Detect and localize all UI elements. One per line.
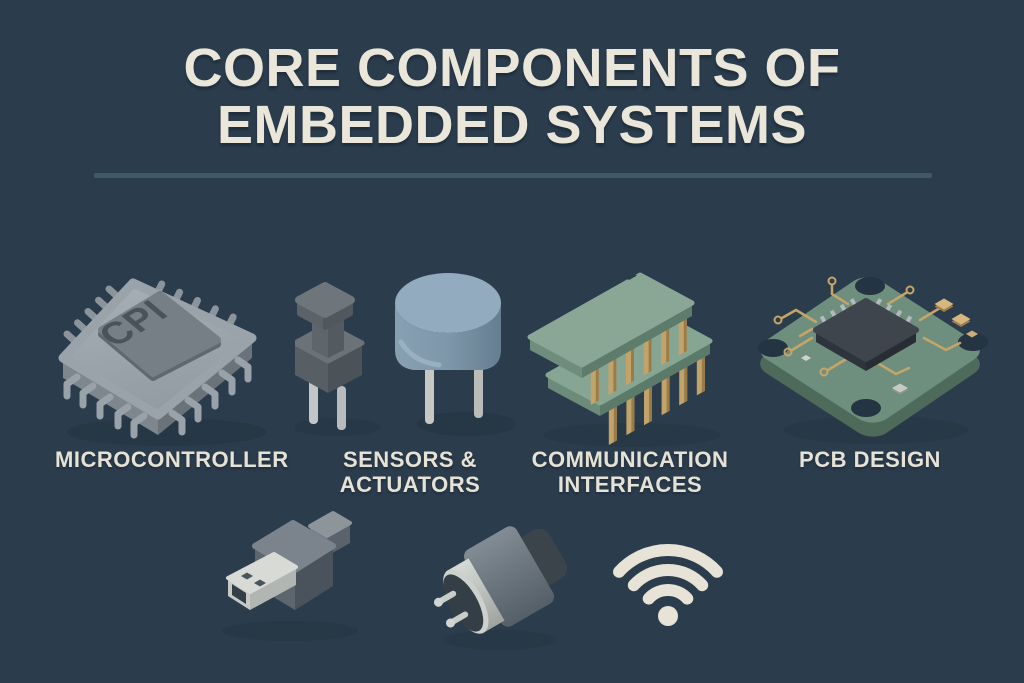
din-connector-body (433, 526, 568, 634)
label-microcontroller: MICROCONTROLLER (55, 447, 289, 472)
label-sensors-actuators: SENSORS & ACTUATORS (339, 447, 481, 497)
title-divider (94, 173, 932, 178)
usb-connector-icon (222, 511, 358, 641)
lower-board-pins (608, 354, 705, 445)
upper-memory-board (527, 272, 695, 378)
microcontroller-chip-icon: CPI (58, 278, 267, 446)
label-communication-interfaces: COMMUNICATION INTERFACES (531, 447, 729, 497)
wifi-icon (613, 544, 723, 626)
pcb-board-icon (758, 276, 988, 444)
mounting-holes (758, 277, 988, 417)
page-title: CORE COMPONENTS OF EMBEDDED SYSTEMS (183, 38, 841, 155)
label-pcb-design: PCB DESIGN (799, 447, 941, 472)
usb-metal-plug (226, 552, 298, 610)
smd-components (801, 298, 978, 395)
pcb-chip (813, 298, 919, 371)
sensor-icon (295, 282, 381, 436)
capacitor-icon (395, 273, 515, 436)
chip-legs (63, 356, 252, 439)
upper-board-pins (590, 316, 687, 405)
memory-modules-icon (527, 272, 720, 447)
sensors-actuators-icon (295, 273, 515, 436)
din-connector-icon (433, 526, 568, 650)
copper-traces (773, 276, 962, 377)
